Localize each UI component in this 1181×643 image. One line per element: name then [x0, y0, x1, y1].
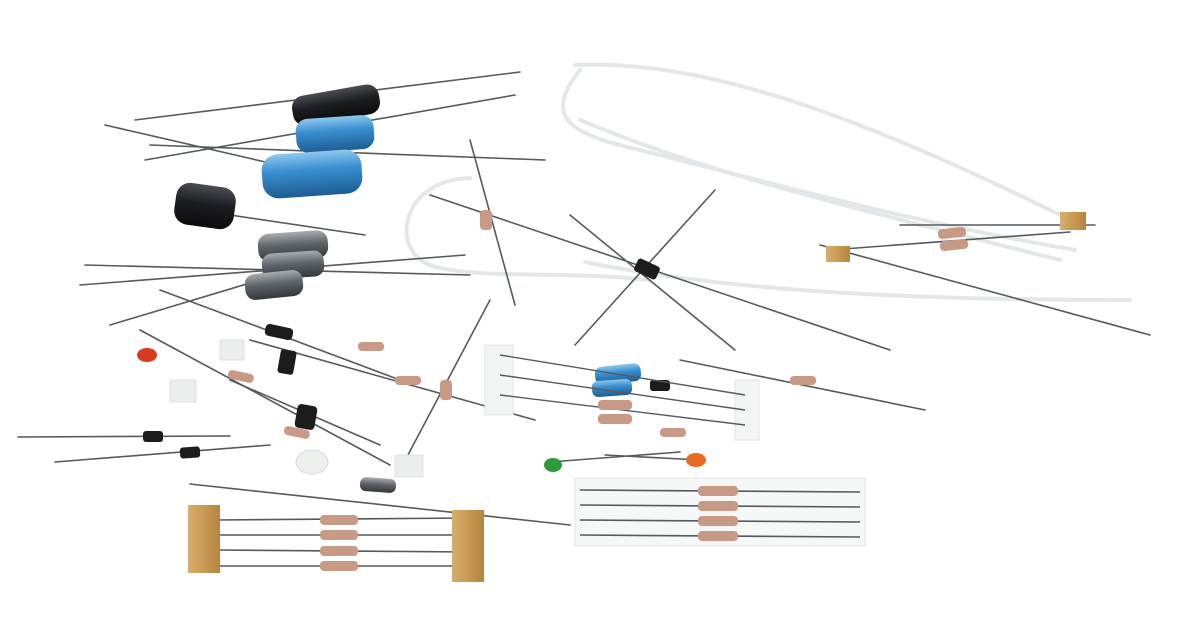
tape-right — [452, 510, 484, 582]
diode-black — [143, 431, 163, 442]
paper-tag — [219, 339, 245, 361]
lead — [819, 244, 1151, 336]
taped-resistor-strip-left — [188, 505, 484, 582]
resistor — [698, 531, 738, 541]
resistor — [698, 486, 738, 496]
resistor — [480, 210, 492, 230]
capacitor-black-radial — [174, 182, 236, 230]
lead — [469, 139, 516, 306]
lead — [569, 214, 736, 351]
lead — [17, 435, 231, 438]
lead — [499, 374, 746, 411]
diode-black — [650, 380, 670, 391]
resistor — [358, 342, 384, 351]
lead — [189, 483, 571, 526]
resistor — [395, 376, 421, 385]
resistor — [598, 400, 632, 410]
diode-black — [179, 446, 201, 459]
lead — [139, 329, 391, 466]
lead — [109, 279, 261, 326]
resistor — [939, 238, 969, 252]
transistor-black — [294, 404, 318, 430]
capacitor-gray-bottom — [244, 270, 304, 300]
resistor — [320, 515, 358, 525]
resistor — [320, 546, 358, 556]
capacitor-blue-small — [591, 379, 633, 397]
lead — [229, 214, 366, 236]
capacitor-blue-large — [261, 149, 363, 199]
center-resistor-cluster — [169, 339, 760, 478]
lead — [54, 444, 271, 463]
resistor — [440, 380, 452, 400]
resistor — [283, 426, 310, 439]
resistor — [937, 226, 967, 240]
lead — [429, 194, 891, 351]
white-wire-arc — [404, 176, 652, 282]
capacitor-black-axial — [291, 84, 381, 126]
resistor — [660, 428, 686, 437]
resistor — [698, 501, 738, 511]
lead — [549, 451, 681, 463]
diode-black — [264, 323, 294, 341]
resistor — [598, 414, 632, 424]
capacitor-blue-small — [295, 115, 375, 153]
ceramic-capacitor — [1060, 212, 1086, 230]
white-wire-mid — [578, 118, 1062, 262]
resistor — [320, 561, 358, 571]
transistor-center — [634, 258, 660, 280]
led-green — [544, 458, 562, 472]
paper-tag — [394, 454, 424, 478]
taped-resistor-strip-right — [574, 477, 866, 547]
resistor — [227, 370, 254, 383]
tape-left — [188, 505, 220, 573]
resistor — [698, 516, 738, 526]
loose-resistors — [227, 210, 969, 439]
white-wire-upper — [573, 62, 1072, 222]
ceramic-capacitor — [826, 246, 850, 262]
semiconductors — [143, 258, 670, 493]
resistor — [790, 376, 816, 385]
led-red — [137, 348, 157, 362]
paper-tag — [169, 379, 197, 403]
resistor — [320, 530, 358, 540]
capacitor-gray-axial — [359, 477, 397, 493]
transistor-black — [277, 349, 297, 375]
white-wires — [404, 62, 1132, 302]
electrolytic-capacitors — [174, 84, 381, 300]
white-wire-loop — [561, 68, 1077, 252]
leds — [137, 348, 706, 475]
ceramic-capacitors — [826, 212, 1086, 262]
lead — [604, 454, 701, 461]
led-clear — [295, 449, 329, 475]
led-orange — [686, 453, 706, 467]
lead — [499, 354, 746, 396]
paper-tag — [484, 344, 514, 416]
paper-tag — [734, 379, 760, 441]
